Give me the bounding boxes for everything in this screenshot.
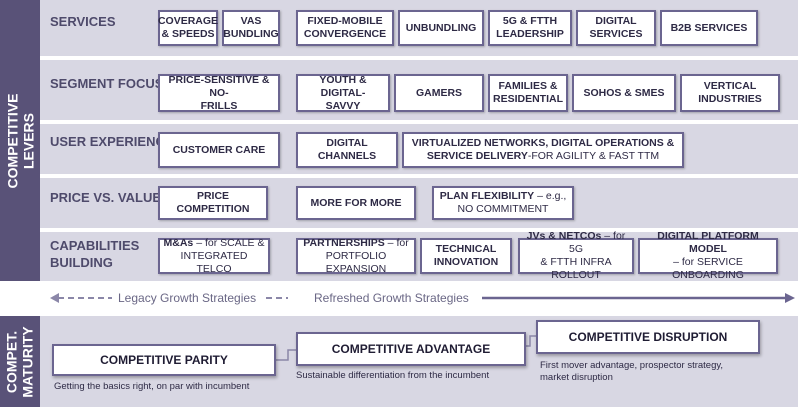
row-label-services: SERVICES: [50, 14, 116, 29]
row-label-price-vs-value: PRICE VS. VALUE: [50, 190, 162, 205]
sidebar-top-line2: LEVERS: [20, 112, 36, 169]
maturity-caption-parity: Getting the basics right, on par with in…: [54, 381, 250, 392]
sidebar-bottom-line2: MATURITY: [20, 325, 37, 398]
lever-box-sohos-smes: SOHOS & SMES: [572, 74, 676, 112]
lever-box-jvs-netcos: JVs & NETCOs – for 5G& FTTH INFRA ROLLOU…: [518, 230, 634, 281]
refreshed-strategies-label: Refreshed Growth Strategies: [314, 291, 469, 305]
strategy-arrow: [50, 293, 795, 303]
lever-box-b2b-services: B2B SERVICES: [660, 10, 758, 46]
lever-box-more-for-more: MORE FOR MORE: [296, 186, 416, 220]
lever-box-virtualized-networks: VIRTUALIZED NETWORKS, DIGITAL OPERATIONS…: [402, 132, 684, 168]
row-segment-focus: SEGMENT FOCUS PRICE-SENSITIVE & NO-FRILL…: [40, 60, 798, 120]
row-label-segment-focus: SEGMENT FOCUS: [50, 76, 164, 91]
lever-box-digital-platform-model: DIGITAL PLATFORM MODEL– for SERVICE ONBO…: [638, 230, 778, 281]
sidebar-top-line1: COMPETITIVE: [4, 93, 20, 188]
competitive-levers-band: COMPETITIVE LEVERS: [0, 0, 40, 281]
lever-box-mas: M&As – for SCALE &INTEGRATED TELCO: [158, 237, 270, 275]
lever-box-coverage-speeds: COVERAGE& SPEEDS: [158, 10, 218, 46]
lever-box-families-residential: FAMILIES &RESIDENTIAL: [488, 74, 568, 112]
competitive-maturity-band: COMPET. MATURITY: [0, 316, 40, 407]
maturity-box-disruption: COMPETITIVE DISRUPTION: [536, 320, 760, 354]
lever-box-digital-channels: DIGITAL CHANNELS: [296, 132, 398, 168]
row-label-user-experience: USER EXPERIENCE: [50, 134, 174, 149]
lever-box-gamers: GAMERS: [394, 74, 484, 112]
maturity-box-parity: COMPETITIVE PARITY: [52, 344, 276, 376]
maturity-box-advantage: COMPETITIVE ADVANTAGE: [296, 332, 526, 366]
lever-box-unbundling: UNBUNDLING: [398, 10, 484, 46]
row-price-vs-value: PRICE VS. VALUE PRICE COMPETITION MORE F…: [40, 178, 798, 228]
lever-box-price-competition: PRICE COMPETITION: [158, 186, 268, 220]
strategy-arrow-row: Legacy Growth Strategies Refreshed Growt…: [50, 288, 795, 308]
legacy-strategies-label: Legacy Growth Strategies: [118, 291, 257, 305]
lever-box-plan-flexibility: PLAN FLEXIBILITY – e.g.,NO COMMITMENT: [432, 186, 574, 220]
sidebar-bottom-line1: COMPET.: [4, 330, 21, 393]
maturity-caption-disruption: First mover advantage, prospector strate…: [540, 360, 724, 383]
row-user-experience: USER EXPERIENCE CUSTOMER CARE DIGITAL CH…: [40, 124, 798, 174]
lever-box-price-sensitive: PRICE-SENSITIVE & NO-FRILLS: [158, 74, 280, 112]
lever-box-youth-digital-savvy: YOUTH & DIGITAL-SAVVY: [296, 74, 390, 112]
maturity-caption-advantage: Sustainable differentiation from the inc…: [296, 370, 490, 381]
lever-box-customer-care: CUSTOMER CARE: [158, 132, 280, 168]
